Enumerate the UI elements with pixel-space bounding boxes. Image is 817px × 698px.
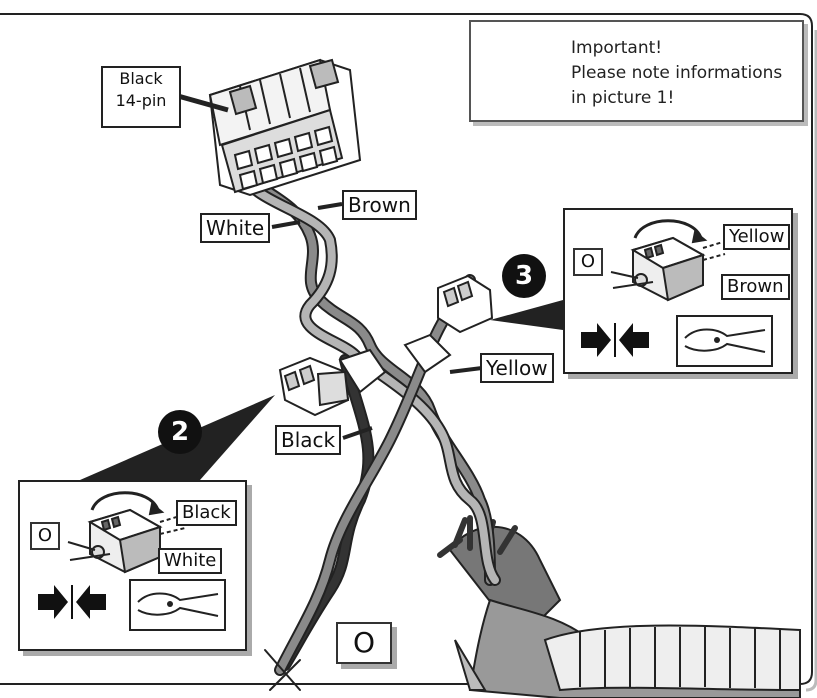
wire-label-white: White [200,213,271,243]
inset-step2: O Black White [18,480,247,651]
connector-label: Black 14-pin [101,66,181,128]
inset-step2-o-label: O [30,522,60,550]
wire-label-yellow: Yellow [480,353,554,383]
inset-step2-push-icon [38,585,106,619]
tap-connector-step2 [278,348,387,417]
step-3-badge: 3 [502,254,546,298]
note-line-1: Important! [571,38,663,58]
important-note-text: Important! Please note informations in p… [571,36,782,111]
leader-black [342,426,373,440]
note-line-2: Please note informations [571,63,783,83]
inset-step2-pliers-icon [129,579,226,631]
tap-connector-step3 [403,274,494,374]
note-line-3: in picture 1! [571,88,675,108]
wire-label-black: Black [275,425,342,455]
inset-step3-connector-icon [610,219,726,302]
inset-step3-wire-top: Yellow [723,224,791,250]
connector-14-pin [208,58,362,197]
outer-frame [0,13,813,685]
leader-connector [177,93,229,113]
bottom-o-label: O [336,622,392,664]
inset-step2-connector-icon [67,491,186,574]
important-note-box: Important! Please note informations in p… [469,20,804,122]
inset-step3-o-label: O [573,248,603,276]
inset-step3-push-icon [581,323,649,357]
callout-wedge-step3 [490,300,563,330]
leader-brown [317,202,343,210]
step-2-badge: 2 [158,410,202,454]
outer-frame-shadow [805,30,817,692]
inset-step3-illustration [581,219,773,367]
inset-step2-wire-bottom: White [158,548,223,574]
inset-step2-illustration [38,491,226,631]
wire-label-brown: Brown [342,190,417,220]
inset-step2-wire-top: Black [176,500,237,526]
wire-bundle-sleeve [437,515,801,698]
connector-label-line1: Black [119,69,163,88]
inset-step3-pliers-icon [676,315,773,367]
leader-white [271,220,301,229]
inset-step3: O Yellow Brown [563,208,793,374]
leader-yellow [449,366,483,374]
connector-label-line2: 14-pin [115,91,167,110]
inset-step3-wire-bottom: Brown [721,274,790,300]
